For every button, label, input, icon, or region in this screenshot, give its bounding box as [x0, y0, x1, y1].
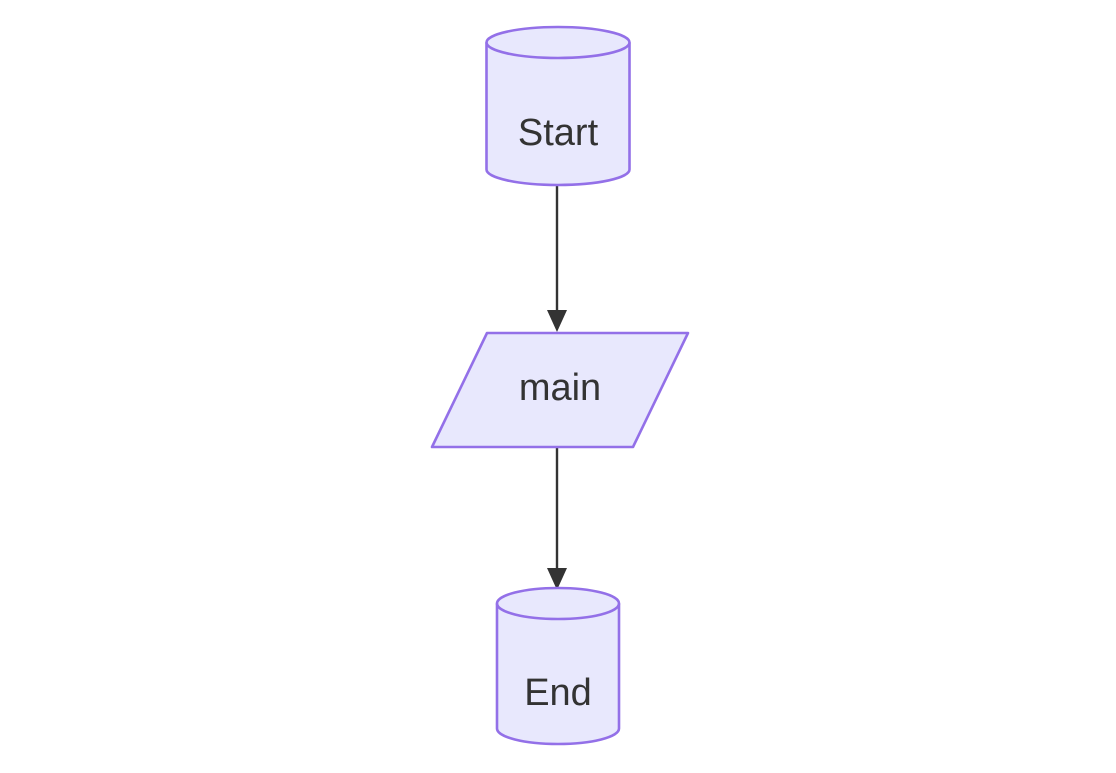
- node-main[interactable]: main: [430, 331, 690, 449]
- node-main-label: main: [519, 367, 601, 409]
- node-start-label: Start: [518, 112, 599, 154]
- node-end[interactable]: End: [495, 586, 621, 746]
- parallelogram-shape: [430, 331, 690, 449]
- edge-start-to-main: [547, 186, 567, 332]
- node-start[interactable]: Start: [485, 25, 631, 187]
- cylinder-top-arc: [495, 603, 621, 621]
- node-end-label: End: [524, 672, 592, 714]
- cylinder-body-shape: [485, 25, 631, 187]
- cylinder-body-shape: [495, 586, 621, 746]
- edge-main-to-end: [547, 448, 567, 590]
- cylinder-top-arc: [485, 42, 631, 60]
- arrowhead-icon: [547, 568, 567, 590]
- arrowhead-icon: [547, 310, 567, 332]
